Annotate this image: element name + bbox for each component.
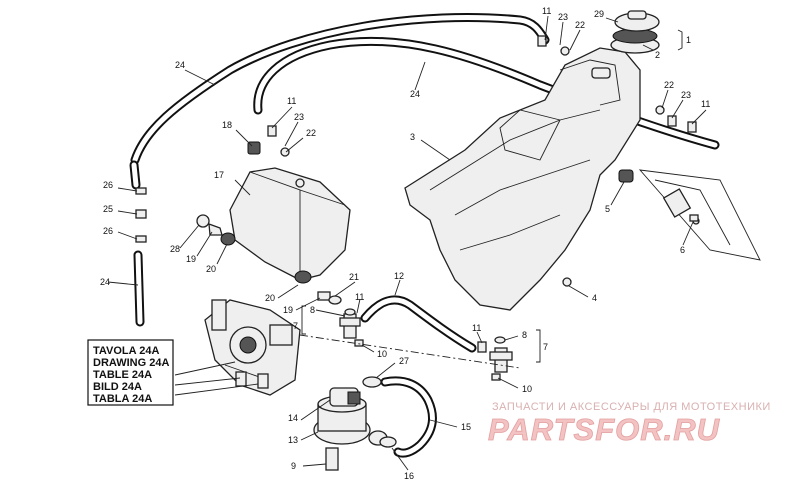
callout-6: 6 — [680, 245, 685, 255]
leader-lines — [107, 15, 707, 471]
callout-11: 11 — [472, 323, 481, 333]
hose-clamps — [362, 376, 397, 448]
callout-7: 7 — [293, 321, 298, 331]
callout-1: 1 — [686, 35, 691, 45]
fuel-valve-right — [477, 336, 513, 381]
callout-24: 24 — [100, 277, 110, 287]
callout-10: 10 — [377, 349, 387, 359]
callout-8: 8 — [310, 305, 315, 315]
fuel-hose-12 — [360, 295, 477, 353]
callout-10: 10 — [522, 384, 532, 394]
callout-20: 20 — [206, 264, 216, 274]
callout-15: 15 — [461, 422, 471, 432]
callout-2: 2 — [655, 50, 660, 60]
fuel-pump — [313, 387, 388, 471]
callout-22: 22 — [664, 80, 674, 90]
callout-23: 23 — [681, 90, 691, 100]
callout-26: 26 — [103, 226, 113, 236]
ref-line: TABLE 24A — [93, 369, 152, 381]
rubber-pad — [618, 169, 634, 183]
callout-11: 11 — [355, 292, 364, 302]
callout-19: 19 — [186, 254, 196, 264]
callout-11: 11 — [542, 6, 551, 16]
callout-24: 24 — [410, 89, 420, 99]
vent-hose-lower — [133, 250, 145, 327]
canister — [229, 167, 351, 284]
callout-27: 27 — [399, 356, 409, 366]
callout-14: 14 — [288, 413, 298, 423]
callout-22: 22 — [575, 20, 585, 30]
vent-hose-long — [130, 12, 550, 165]
callout-28: 28 — [170, 244, 180, 254]
watermark: ЗАПЧАСТИ И АКСЕССУАРЫ ДЛЯ МОТОТЕХНИКИ PA… — [488, 401, 771, 447]
callout-5: 5 — [605, 204, 610, 214]
fuel-cap — [610, 10, 660, 54]
vent-hose-upper-short — [129, 160, 141, 190]
watermark-logo: PARTSFOR.RU — [488, 412, 721, 447]
throttle-body — [204, 299, 301, 396]
fuel-hose-15 — [380, 376, 437, 458]
callout-21: 21 — [349, 272, 359, 282]
centerline — [299, 334, 521, 369]
callout-8: 8 — [522, 330, 527, 340]
ref-line: TABLA 24A — [93, 393, 152, 405]
fuel-tank — [404, 47, 641, 311]
watermark-tagline: ЗАПЧАСТИ И АКСЕССУАРЫ ДЛЯ МОТОТЕХНИКИ — [492, 401, 771, 413]
callout-26: 26 — [103, 180, 113, 190]
ref-line: DRAWING 24A — [93, 357, 169, 369]
callout-9: 9 — [291, 461, 296, 471]
callout-11: 11 — [701, 99, 710, 109]
callout-23: 23 — [294, 112, 304, 122]
callout-29: 29 — [594, 9, 604, 19]
vent-hose-arc — [253, 36, 720, 150]
callout-12: 12 — [394, 271, 404, 281]
callout-22: 22 — [306, 128, 316, 138]
callout-25: 25 — [103, 204, 113, 214]
ref-line: BILD 24A — [93, 381, 142, 393]
callout-18: 18 — [222, 120, 232, 130]
frame-bracket — [638, 169, 761, 261]
reference-box: TAVOLA 24A DRAWING 24A TABLE 24A BILD 24… — [87, 339, 174, 406]
callout-19: 19 — [283, 305, 293, 315]
callout-labels: 24 24 24 11 23 22 29 2 1 22 23 11 11 23 … — [100, 6, 710, 481]
fuel-valve-left — [339, 308, 364, 347]
callout-17: 17 — [214, 170, 224, 180]
callout-24: 24 — [175, 60, 185, 70]
callout-4: 4 — [592, 293, 597, 303]
callout-11: 11 — [287, 96, 296, 106]
ref-line: TAVOLA 24A — [93, 345, 159, 357]
callout-20: 20 — [265, 293, 275, 303]
callout-13: 13 — [288, 435, 298, 445]
callout-7: 7 — [543, 342, 548, 352]
callout-16: 16 — [404, 471, 414, 481]
callout-23: 23 — [558, 12, 568, 22]
callout-3: 3 — [410, 132, 415, 142]
